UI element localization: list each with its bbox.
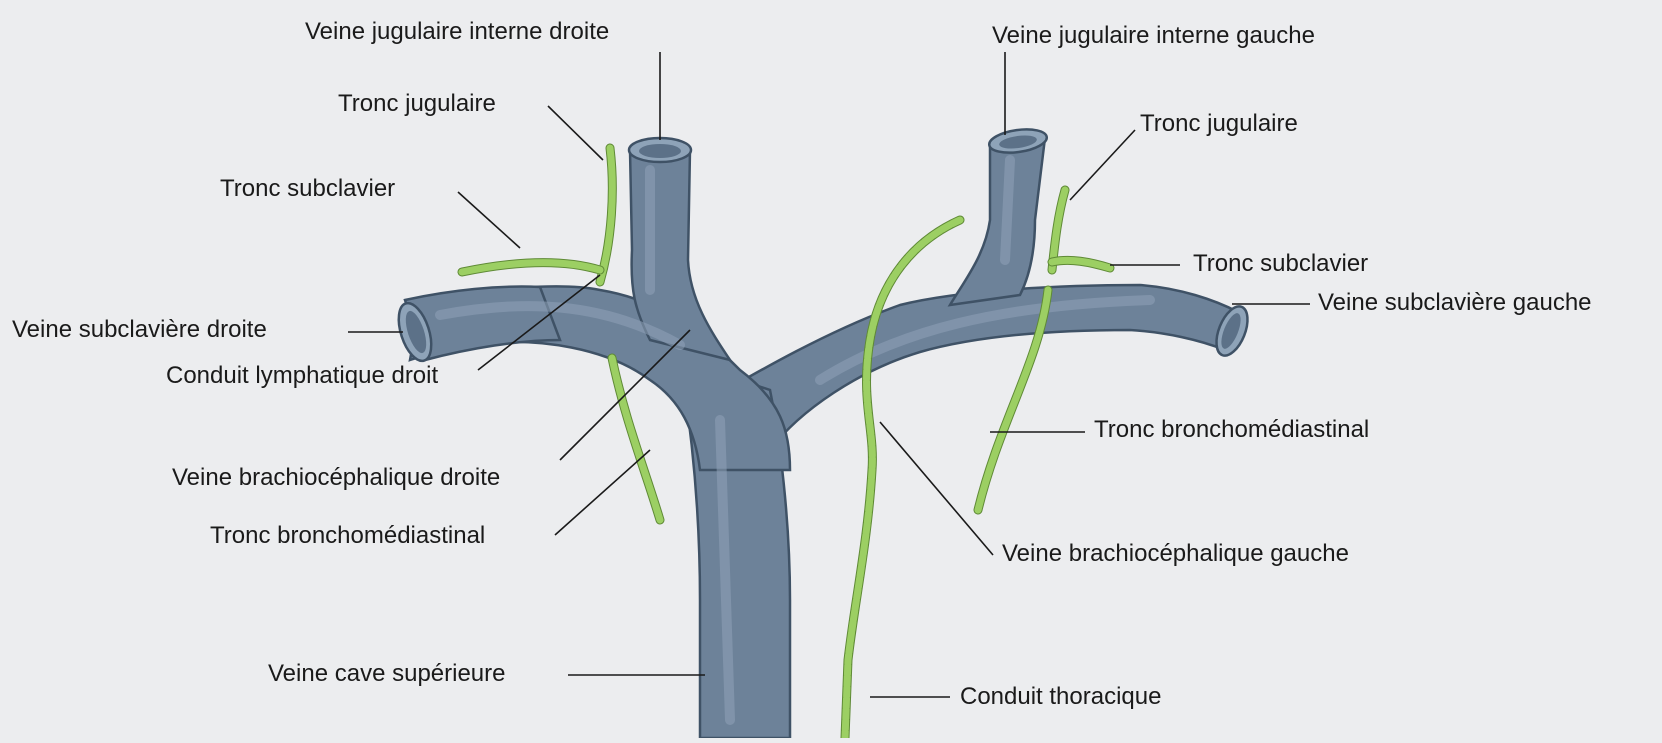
label-right-internal-jugular-vein: Veine jugulaire interne droite [305, 18, 609, 46]
label-right-jugular-trunk: Tronc jugulaire [338, 90, 496, 118]
label-superior-vena-cava: Veine cave supérieure [268, 660, 506, 688]
label-right-subclavian-vein: Veine subclavière droite [12, 316, 267, 344]
label-thoracic-duct: Conduit thoracique [960, 683, 1161, 711]
label-right-lymphatic-duct: Conduit lymphatique droit [166, 362, 438, 390]
left-internal-jugular-vein [950, 138, 1045, 305]
label-left-subclavian-vein: Veine subclavière gauche [1318, 289, 1592, 317]
label-left-jugular-trunk: Tronc jugulaire [1140, 110, 1298, 138]
label-right-brachiocephalic-vein: Veine brachiocéphalique droite [172, 464, 500, 492]
label-left-subclavian-trunk: Tronc subclavier [1193, 250, 1368, 278]
label-left-internal-jugular-vein: Veine jugulaire interne gauche [992, 22, 1315, 50]
label-left-bronchomediastinal-trunk: Tronc bronchomédiastinal [1094, 416, 1369, 444]
label-right-bronchomediastinal-trunk: Tronc bronchomédiastinal [210, 522, 485, 550]
right-jugular-trunk [600, 148, 612, 282]
label-left-brachiocephalic-vein: Veine brachiocéphalique gauche [1002, 540, 1349, 568]
label-right-subclavian-trunk: Tronc subclavier [220, 175, 395, 203]
